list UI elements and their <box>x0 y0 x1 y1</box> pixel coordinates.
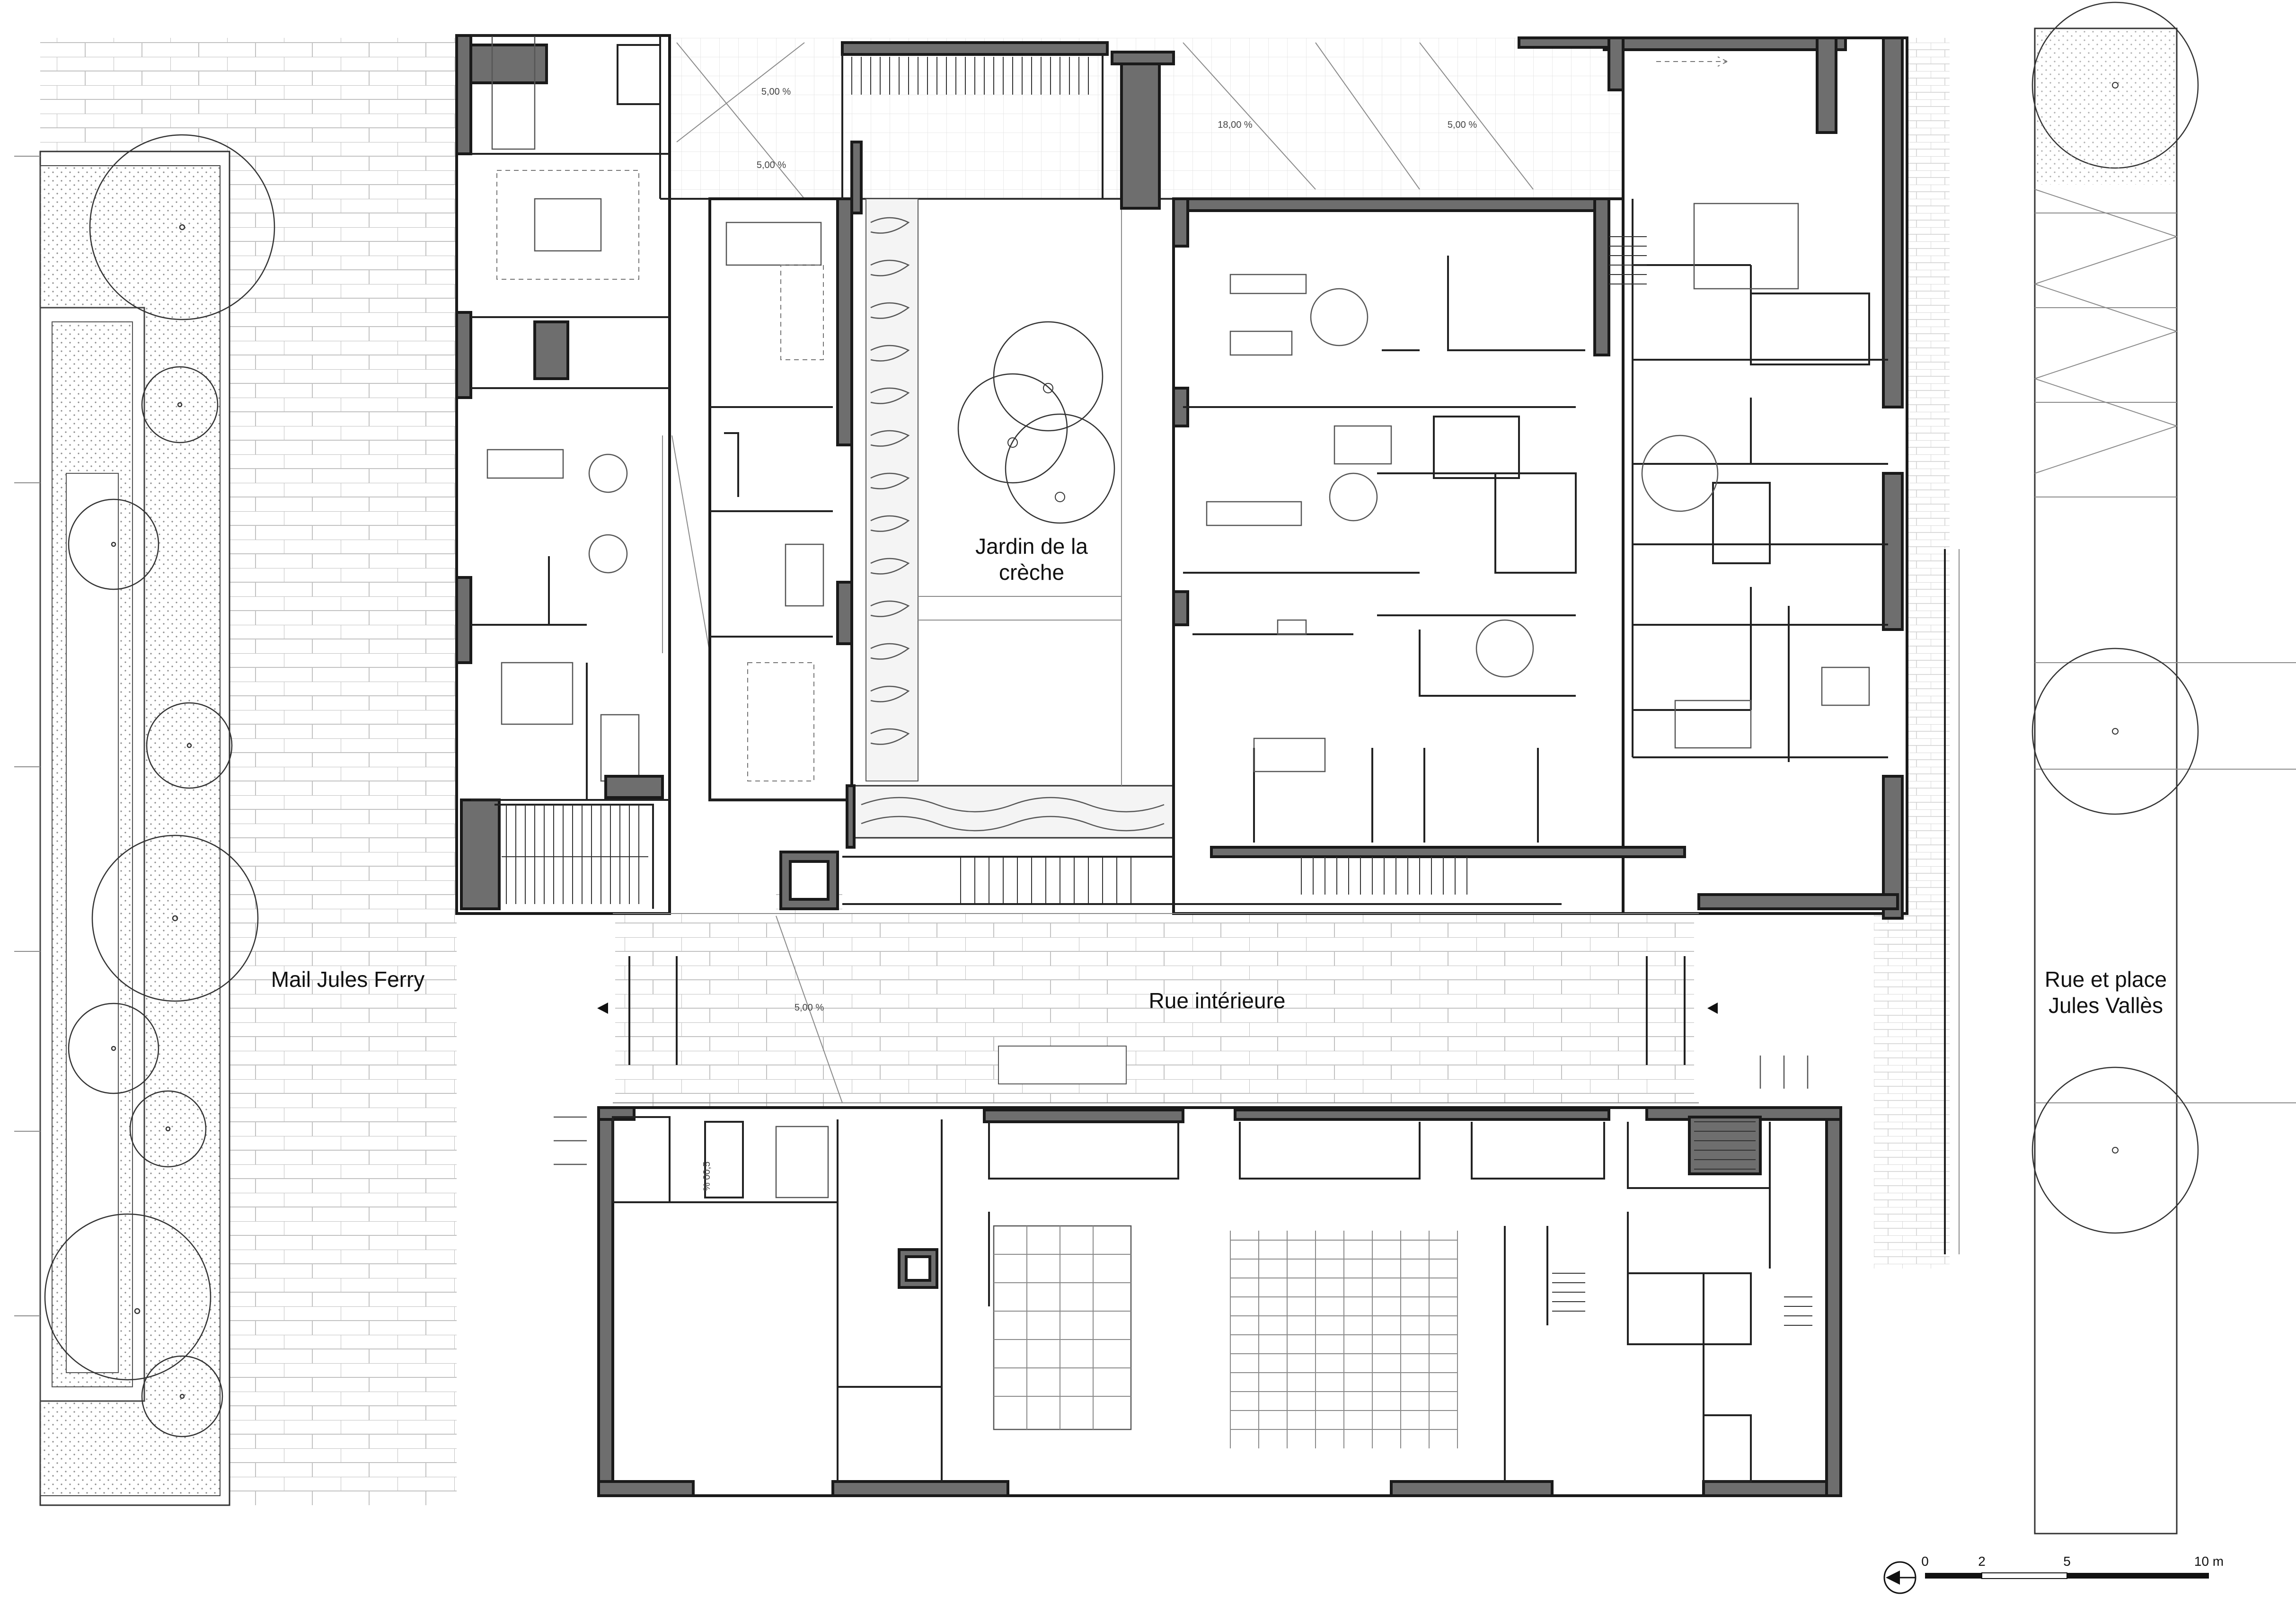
scale-tick-5: 5 <box>2063 1554 2071 1569</box>
scale-bar: 0 2 5 10 m <box>1883 1554 2224 1594</box>
garden-label-line2: crèche <box>999 560 1064 585</box>
north-strip: 18,00 % 5,00 % 5,00 % 5,00 % 5,00 % <box>757 41 1477 1013</box>
bike-racks <box>554 1056 1809 1165</box>
east-wing <box>779 36 1908 920</box>
auditorium-seats <box>1230 1231 1458 1448</box>
slope-label-1: 18,00 % <box>1218 120 1253 130</box>
mail-jules-ferry-area <box>14 38 457 1506</box>
south-block <box>597 1106 1842 1497</box>
rue-interieure-label: Rue intérieure <box>1149 988 1286 1013</box>
slope-label-6: 5,00 % <box>795 1003 824 1013</box>
rue-place-label-line2: Jules Vallès <box>2049 993 2163 1018</box>
slope-label-4: % 00,5 <box>702 1162 712 1191</box>
slope-label-5: 5,00 % <box>757 160 786 170</box>
west-entrance-arrow-icon <box>597 1003 608 1014</box>
garden-label-line1: Jardin de la <box>975 534 1088 559</box>
east-entrance-arrow-icon <box>1707 1003 1718 1014</box>
north-arrow-icon <box>1883 1561 1916 1594</box>
mail-label: Mail Jules Ferry <box>271 967 425 992</box>
north-perimeter <box>471 35 1728 200</box>
rue-interieure-area <box>610 885 1694 1198</box>
west-wing <box>455 34 710 915</box>
rue-place-label-line1: Rue et place <box>2045 967 2167 992</box>
central-north-block <box>708 197 856 849</box>
creche-garden: Jardin de la crèche <box>848 198 1177 839</box>
scale-tick-0: 0 <box>1921 1554 1929 1569</box>
slope-label-2: 5,00 % <box>1448 120 1477 130</box>
slope-label-3: 5,00 % <box>761 87 791 97</box>
scale-tick-2: 2 <box>1978 1554 1986 1569</box>
rue-jules-valles-area <box>1874 1 2296 1535</box>
scale-tick-10m: 10 m <box>2194 1554 2224 1569</box>
